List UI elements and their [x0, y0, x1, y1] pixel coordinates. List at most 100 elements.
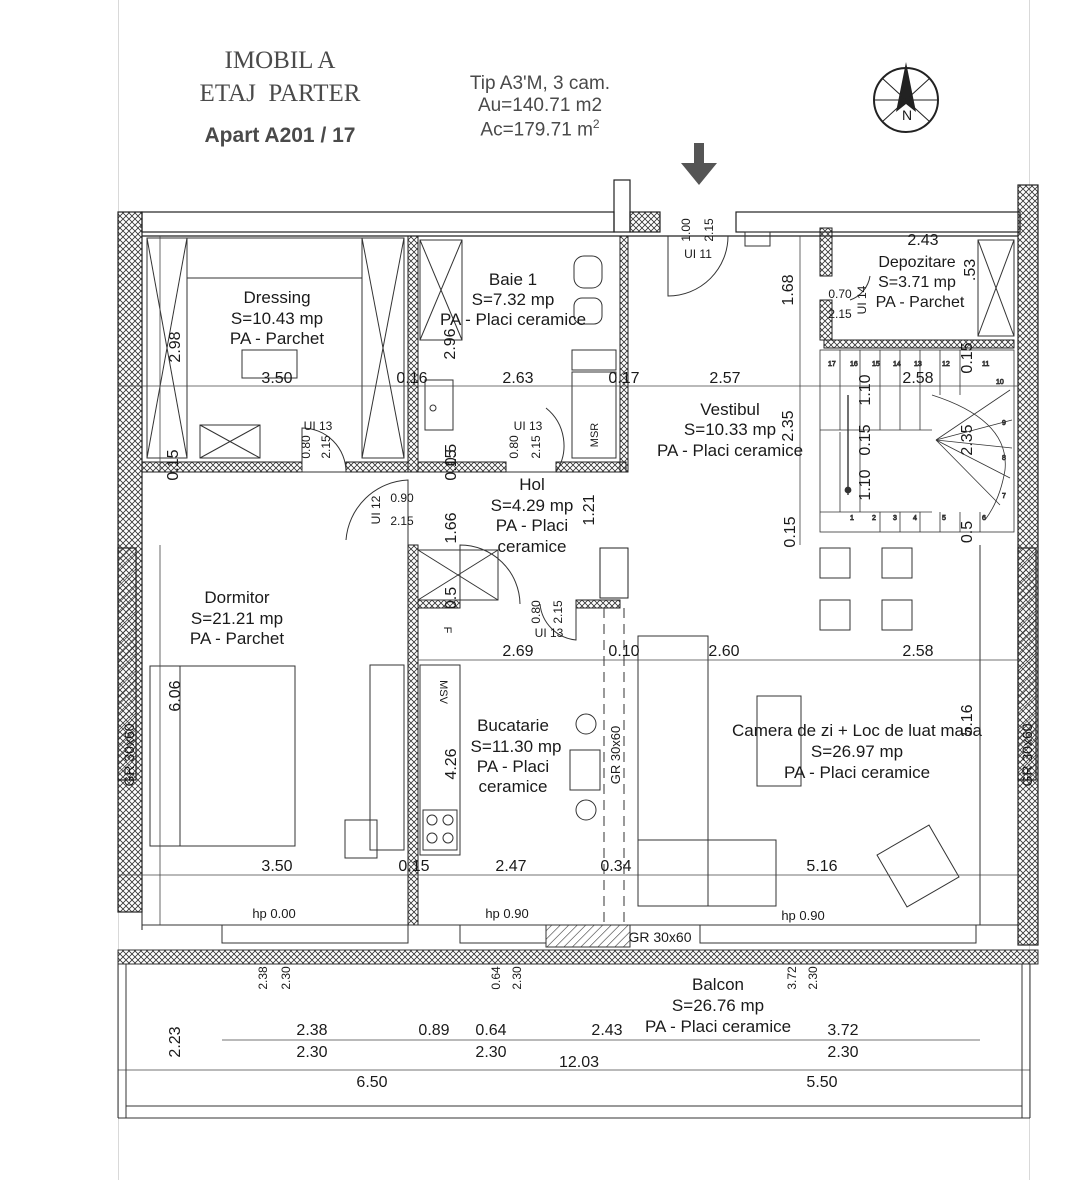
- ui12-height: 2.15: [390, 514, 414, 528]
- dim-516: 5.16: [806, 858, 837, 875]
- stair-num-12: 12: [942, 361, 950, 368]
- apartment-au: Au=140.71 m2: [477, 95, 603, 116]
- stair-num-10: 10: [996, 379, 1004, 386]
- ui14-height: 2.15: [828, 307, 852, 321]
- dim-089: 0.89: [418, 1022, 449, 1039]
- room-depozitare-label: Depozitare S=3.71 mp PA - Parchet: [876, 254, 965, 311]
- dim-372: 3.72: [827, 1022, 858, 1039]
- dim-v-053: .53: [962, 259, 979, 281]
- building-title: IMOBIL A: [224, 47, 336, 74]
- horizontal-dimensions: 3.50 0.16 2.63 0.17 2.57 2.58 2.69 0.10 …: [261, 232, 938, 1091]
- stair-num-4: 4: [913, 515, 917, 522]
- hol-floor-2: ceramice: [498, 537, 567, 556]
- hp-000: hp 0.00: [252, 906, 295, 921]
- gr-mid: GR 30x60: [608, 726, 623, 785]
- win-a-width: 2.38: [256, 966, 270, 990]
- stair-num-17: 17: [828, 361, 836, 368]
- ui13a-code: UI 13: [304, 419, 333, 433]
- depozitare-floor: PA - Parchet: [876, 294, 965, 311]
- hall-furniture: [417, 547, 913, 631]
- stair-num-16: 16: [850, 361, 858, 368]
- dim-350-top: 3.50: [261, 370, 292, 387]
- dim-243-balcon: 2.43: [591, 1022, 622, 1039]
- dim-v-121: 1.21: [581, 494, 598, 525]
- dim-v-015-a: 0.15: [165, 449, 182, 480]
- dim-v-426: 4.26: [443, 748, 460, 779]
- dim-v-015-e: 0.15: [959, 342, 976, 373]
- room-vestibul-label: Vestibul S=10.33 mp PA - Placi ceramice: [657, 400, 803, 460]
- dim-v-015-h: 0.15: [857, 424, 874, 455]
- stair-num-2: 2: [872, 515, 876, 522]
- dormitor-floor: PA - Parchet: [190, 629, 284, 648]
- dim-v-05-f: 0.5: [959, 521, 976, 543]
- apartment-type: Tip A3'M, 3 cam.: [469, 73, 611, 94]
- vestibul-name: Vestibul: [700, 400, 760, 419]
- dim-1203: 12.03: [559, 1054, 599, 1071]
- ui13c-code: UI 13: [535, 626, 564, 640]
- dim-064: 0.64: [475, 1022, 506, 1039]
- dim-v-168: 1.68: [780, 274, 797, 305]
- dim-550: 5.50: [806, 1074, 837, 1091]
- stair-num-1: 1: [850, 515, 854, 522]
- dim-v-298: 2.98: [167, 331, 184, 362]
- stair-num-14: 14: [893, 361, 901, 368]
- stair-num-13: 13: [914, 361, 922, 368]
- win-b-width: 0.64: [489, 966, 503, 990]
- gr-bottom: GR 30x60: [628, 929, 691, 945]
- hol-name: Hol: [519, 475, 545, 494]
- hol-area: S=4.29 mp: [491, 496, 574, 515]
- ui12-code: UI 12: [369, 495, 383, 524]
- door-labels: 1.00 2.15 UI 11 0.70 2.15 UI 14 0.80 2.1…: [256, 218, 869, 990]
- bucatarie-name: Bucatarie: [477, 716, 549, 735]
- dim-230-c: 2.30: [827, 1044, 858, 1061]
- bucatarie-area: S=11.30 mp: [471, 737, 562, 756]
- dim-015: 0.15: [398, 858, 429, 875]
- vestibul-area: S=10.33 mp: [684, 420, 776, 439]
- storage-shelf: [744, 231, 1015, 337]
- stair-num-8: 8: [1002, 455, 1006, 462]
- win-b-height: 2.30: [510, 966, 524, 990]
- camera-area: S=26.97 mp: [811, 742, 903, 761]
- room-baie-label: Baie 1 S=7.32 mp PA - Placi ceramice: [440, 270, 586, 329]
- slab-lines: [117, 924, 1039, 1119]
- dormitor-name: Dormitor: [204, 588, 270, 607]
- dressing-area: S=10.43 mp: [231, 309, 323, 328]
- ui13a-height: 2.15: [319, 435, 333, 459]
- dim-v-015-b: 0.15: [443, 449, 460, 480]
- level-labels: hp 0.00 hp 0.90 hp 0.90 GR 30x60 GR 30x6…: [121, 723, 1035, 945]
- msr-label: MSR: [589, 423, 601, 448]
- apartment-ac: Ac=179.71 m2: [440, 117, 640, 141]
- dim-v-05-d: 0.5: [443, 587, 460, 609]
- baie-name: Baie 1: [489, 270, 537, 289]
- gr-left: GR 30x60: [121, 723, 137, 786]
- dim-016: 0.16: [396, 370, 427, 387]
- dim-247: 2.47: [495, 858, 526, 875]
- dim-v-015-c: 0.15: [782, 516, 799, 547]
- camera-name: Camera de zi + Loc de luat masa: [732, 721, 982, 740]
- dim-v-05-g: 0.5: [443, 444, 460, 466]
- win-c-height: 2.30: [806, 966, 820, 990]
- ui13b-height: 2.15: [529, 435, 543, 459]
- dim-350-bottom: 3.50: [261, 858, 292, 875]
- baie-floor: PA - Placi ceramice: [440, 310, 586, 329]
- room-dressing-label: Dressing S=10.43 mp PA - Parchet: [230, 288, 324, 348]
- vestibul-floor: PA - Placi ceramice: [657, 441, 803, 460]
- dim-v-166: 1.66: [443, 512, 460, 543]
- vertical-dimensions: 2.98 2.96 1.68 2.35 2.35 6.06 4.26 1.66 …: [165, 259, 979, 1058]
- dressing-wardrobe: [146, 237, 405, 459]
- dim-258-top: 2.58: [902, 370, 933, 387]
- north-label: N: [902, 107, 912, 123]
- dim-017: 0.17: [608, 370, 639, 387]
- dim-v-110-b: 1.10: [857, 469, 874, 500]
- balcon-area: S=26.76 mp: [672, 996, 764, 1015]
- ui13c-height: 2.15: [551, 600, 565, 624]
- depozitare-name: Depozitare: [878, 254, 955, 271]
- north-arrow-icon: N: [873, 62, 939, 133]
- exterior-walls: [117, 179, 1039, 946]
- msv-label: MSV: [437, 680, 449, 705]
- balcon-floor: PA - Placi ceramice: [645, 1017, 791, 1036]
- dim-v-223: 2.23: [167, 1026, 184, 1057]
- balcon-name: Balcon: [692, 975, 744, 994]
- baie-area: S=7.32 mp: [472, 290, 555, 309]
